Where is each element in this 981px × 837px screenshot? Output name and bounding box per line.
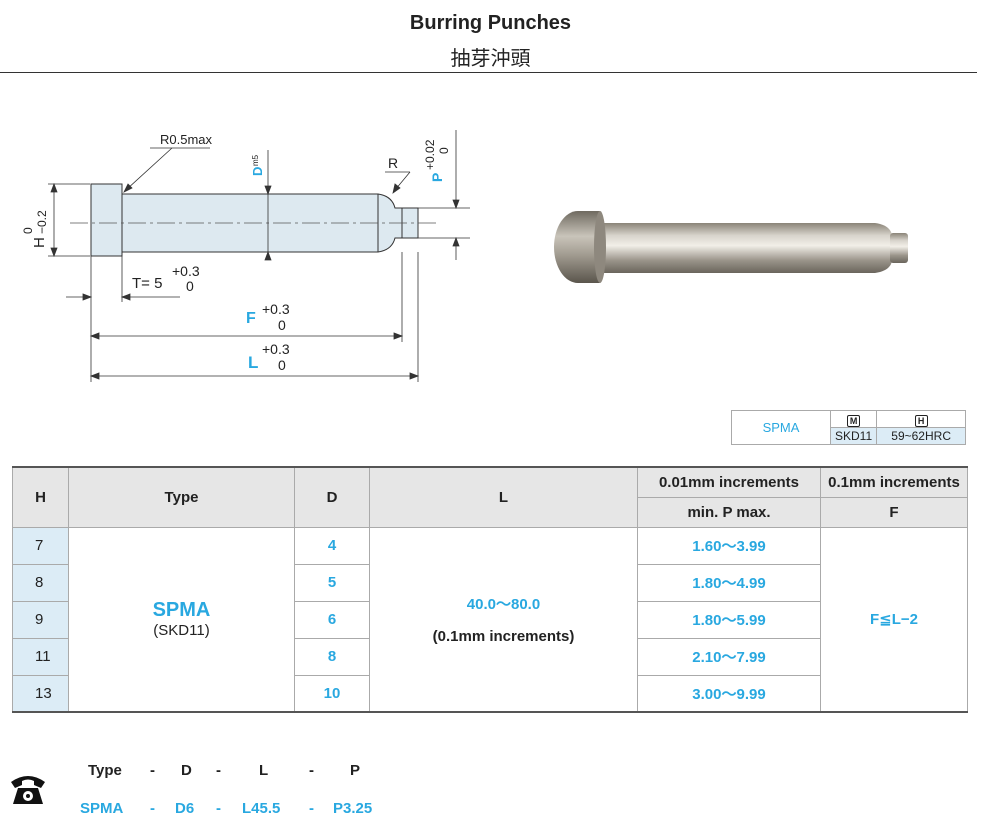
type-material: (SKD11) <box>153 622 210 640</box>
f-label: F <box>246 310 256 327</box>
order-label-sep: - <box>309 762 314 779</box>
header-d: D <box>294 467 370 527</box>
h-tol-lower: −0.2 <box>35 210 49 234</box>
material-value: SKD11 <box>829 427 878 445</box>
header-f-sub: F <box>820 497 968 527</box>
l-label: L <box>248 353 258 372</box>
header-f-increment: 0.1mm increments <box>820 467 968 498</box>
table-row: 7 SPMA (SKD11) 4 40.0〜80.0 (0.1mm increm… <box>12 526 968 713</box>
material-icon: M <box>847 414 861 427</box>
order-label-p: P <box>350 762 361 779</box>
page-title: Burring Punches <box>409 12 572 34</box>
d-value: 5 <box>294 563 370 602</box>
t-tol-upper: +0.3 <box>172 263 200 279</box>
order-value-l: L45.5 <box>242 800 281 817</box>
h-value: 8 <box>12 563 69 602</box>
table-row: 11 8 2.10〜7.99 <box>12 637 968 676</box>
d-value: 6 <box>294 600 370 639</box>
header-p-increment: 0.01mm increments <box>637 467 821 498</box>
f-tol-upper: +0.3 <box>262 301 290 317</box>
punch-drawing: R0.5max R D m5 P +0.02 0 H 0 −0.2 T= 5 +… <box>21 130 470 382</box>
t-tol-lower: 0 <box>186 278 194 294</box>
material-table: SPMA M H SKD11 59~62HRC <box>731 410 967 445</box>
hardness-icon-cell: H <box>876 410 967 428</box>
p-range: 2.10〜7.99 <box>637 637 821 676</box>
h-tol-upper: 0 <box>21 227 35 234</box>
p-range: 1.80〜4.99 <box>637 563 821 602</box>
order-value-d: D6 <box>175 800 195 817</box>
h-value: 11 <box>12 637 69 676</box>
l-tol-lower: 0 <box>278 357 286 373</box>
h-value: 7 <box>12 526 69 565</box>
l-note: (0.1mm increments) <box>432 628 575 646</box>
telephone-icon <box>11 776 45 804</box>
f-formula: F≦L−2 <box>820 526 968 713</box>
p-label: P <box>429 173 445 182</box>
radius-label: R0.5max <box>160 132 213 147</box>
p-tol-lower: 0 <box>437 147 451 154</box>
material-type: SPMA <box>731 410 831 445</box>
header-l: L <box>369 467 638 527</box>
title-divider <box>0 72 977 73</box>
f-tol-lower: 0 <box>278 317 286 333</box>
material-icon-cell: M <box>829 410 878 428</box>
order-value-sep: - <box>309 800 314 817</box>
d-value: 4 <box>294 526 370 565</box>
h-label: H <box>31 237 48 248</box>
hardness-value: 59~62HRC <box>876 427 967 445</box>
d-tolerance: m5 <box>251 154 260 166</box>
t-label: T= 5 <box>132 275 162 292</box>
p-range: 1.60〜3.99 <box>637 526 821 565</box>
order-label-type: Type <box>88 762 122 779</box>
d-label: D <box>250 167 265 176</box>
order-value-type: SPMA <box>80 800 124 817</box>
h-value: 9 <box>12 600 69 639</box>
order-label-d: D <box>181 762 192 779</box>
p-tol-upper: +0.02 <box>423 139 437 170</box>
order-label-sep: - <box>150 762 155 779</box>
type-name: SPMA <box>152 599 211 622</box>
order-value-sep: - <box>216 800 221 817</box>
l-tol-upper: +0.3 <box>262 341 290 357</box>
order-label-l: L <box>259 762 269 779</box>
header-h: H <box>12 467 69 527</box>
d-value: 8 <box>294 637 370 676</box>
header-type: Type <box>68 467 295 527</box>
r-label: R <box>388 155 398 171</box>
type-cell: SPMA (SKD11) <box>68 526 295 713</box>
table-row: 8 5 1.80〜4.99 <box>12 563 968 602</box>
d-value: 10 <box>294 674 370 713</box>
hardness-icon: H <box>914 414 928 427</box>
h-value: 13 <box>12 674 69 713</box>
l-range: 40.0〜80.0 <box>466 596 541 614</box>
spec-table: H Type D L 0.01mm increments 0.1mm incre… <box>12 466 968 713</box>
order-value-p: P3.25 <box>333 800 373 817</box>
header-p-sub: min. P max. <box>637 497 821 527</box>
order-example: Type - D - L - P SPMA - D6 - L45.5 - P3.… <box>0 760 981 830</box>
l-cell: 40.0〜80.0 (0.1mm increments) <box>369 526 638 713</box>
p-range: 3.00〜9.99 <box>637 674 821 713</box>
product-photo <box>554 211 908 283</box>
page-subtitle: 抽芽沖頭 <box>450 46 531 70</box>
order-value-sep: - <box>150 800 155 817</box>
order-label-sep: - <box>216 762 221 779</box>
table-row: 9 6 1.80〜5.99 <box>12 600 968 639</box>
p-range: 1.80〜5.99 <box>637 600 821 639</box>
